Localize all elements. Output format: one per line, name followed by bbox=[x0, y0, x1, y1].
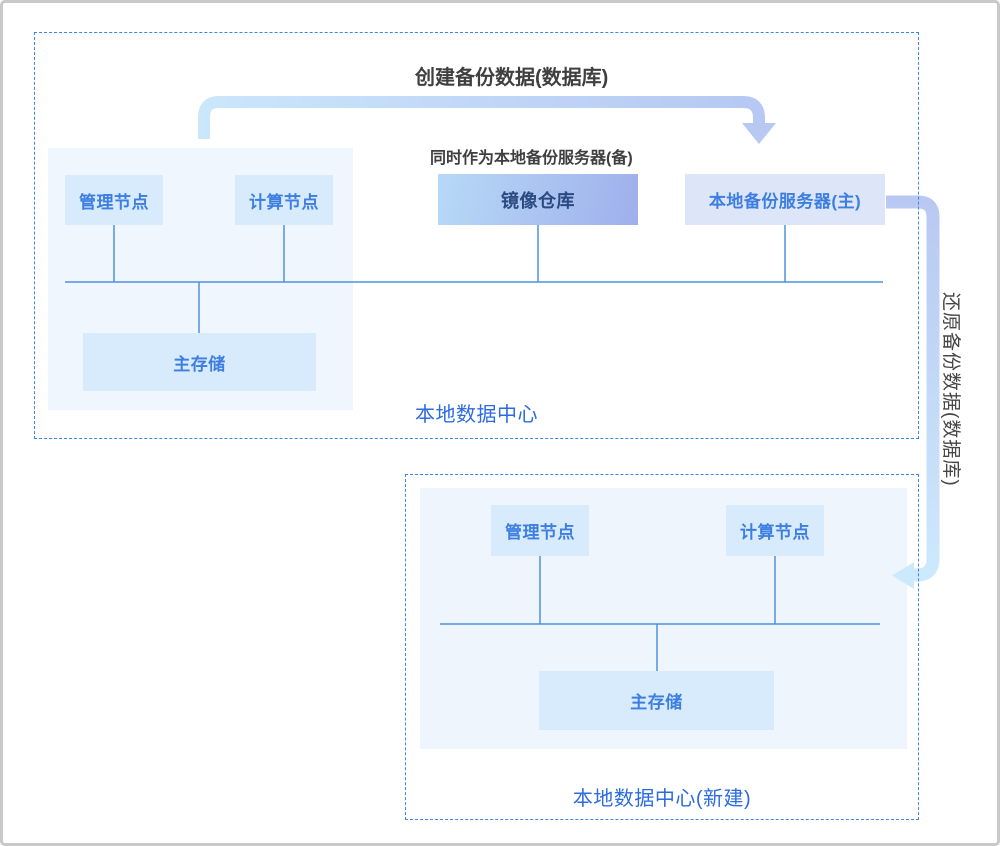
dc2-primary-storage-node: 主存储 bbox=[539, 671, 774, 730]
dc1-compute-node: 计算节点 bbox=[235, 175, 333, 225]
dc1-title: 本地数据中心 bbox=[415, 404, 538, 426]
dc1-primary-storage-node: 主存储 bbox=[83, 333, 316, 391]
dc1-image-repository-node: 镜像仓库 bbox=[438, 174, 638, 225]
dc2-title: 本地数据中心(新建) bbox=[572, 788, 752, 810]
dc1-local-backup-server-node: 本地备份服务器(主) bbox=[685, 174, 885, 225]
create-backup-arrow bbox=[198, 96, 776, 144]
dc2-management-node: 管理节点 bbox=[491, 505, 589, 556]
dc2-compute-node: 计算节点 bbox=[726, 505, 824, 556]
create-backup-label: 创建备份数据(数据库) bbox=[415, 67, 609, 89]
standby-server-note: 同时作为本地备份服务器(备) bbox=[430, 150, 633, 167]
restore-backup-label: 还原备份数据(数据库) bbox=[940, 292, 961, 487]
create-backup-arrowhead-icon bbox=[742, 123, 776, 144]
dc1-management-node: 管理节点 bbox=[65, 175, 163, 225]
